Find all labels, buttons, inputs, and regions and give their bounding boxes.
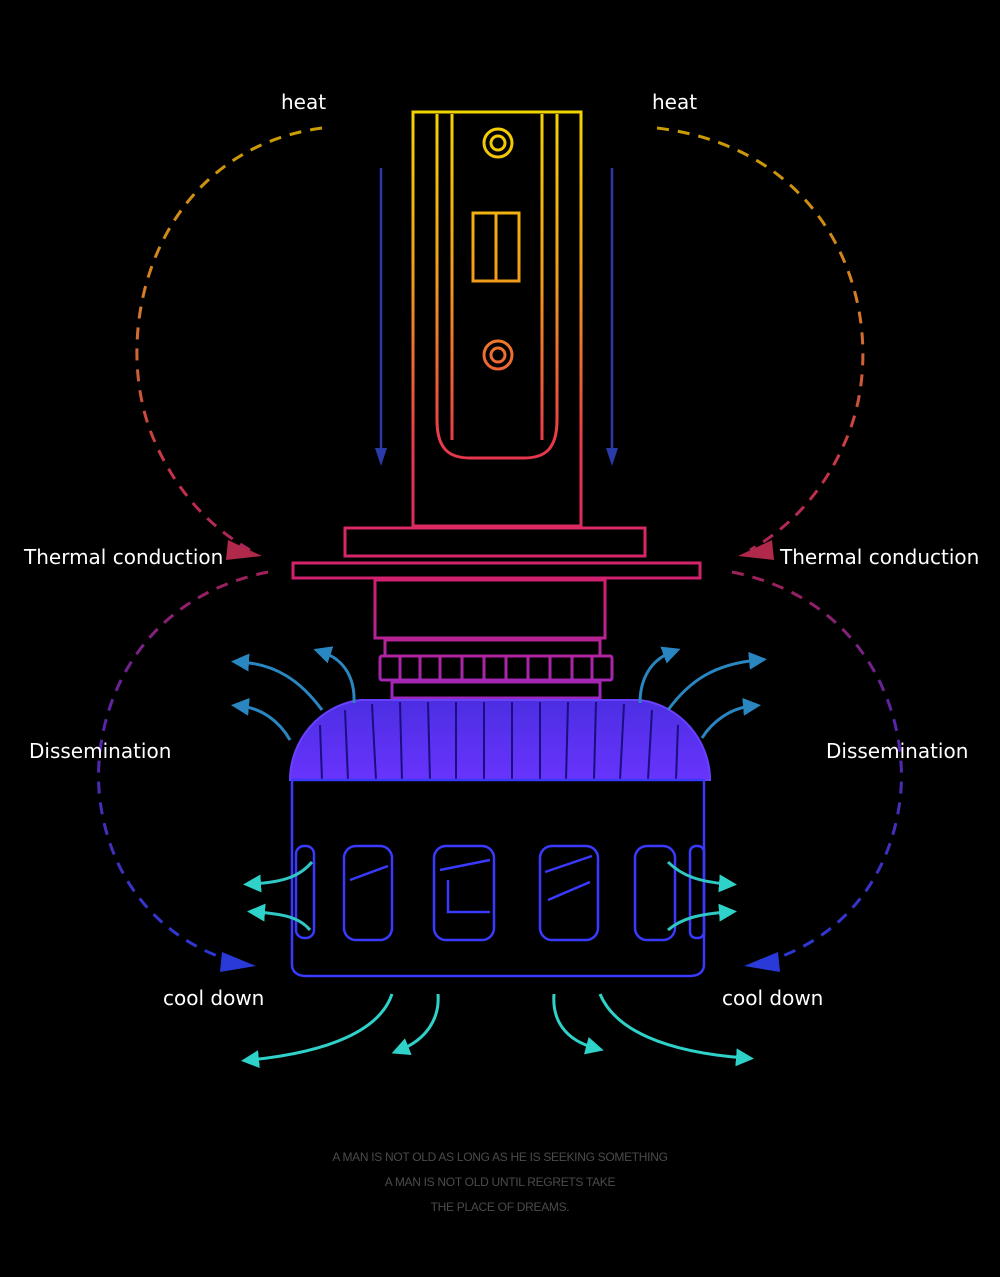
footer-quote-line-3: THE PLACE OF DREAMS. — [430, 1200, 570, 1214]
dissemination-label-left: Dissemination — [29, 739, 172, 763]
footer-quote-line-2: A MAN IS NOT OLD UNTIL REGRETS TAKE — [384, 1175, 616, 1189]
cool-down-label-right: cool down — [722, 986, 824, 1010]
led-blade — [411, 110, 583, 528]
heat-loop-right-upper — [656, 126, 865, 560]
knurled-ring — [378, 654, 614, 682]
heat-sink-fins — [288, 699, 712, 781]
side-airflow — [243, 860, 737, 932]
dissemination-label-right: Dissemination — [826, 739, 969, 763]
arrowhead-icon — [744, 952, 780, 972]
thermal-conduction-label-left: Thermal conduction — [24, 545, 224, 569]
arrowhead-icon — [220, 952, 256, 972]
cool-down-label-left: cool down — [163, 986, 265, 1010]
fan-housing — [290, 778, 706, 978]
arrowhead-icon — [226, 540, 262, 560]
dissemination-airflow — [231, 646, 767, 741]
bottom-airflow — [241, 993, 754, 1069]
arrowhead-icon — [738, 540, 774, 560]
thermal-conduction-label-right: Thermal conduction — [780, 545, 980, 569]
mount-flange — [343, 526, 647, 558]
heat-loop-left-upper — [135, 126, 323, 560]
heat-loop-left-lower — [97, 570, 269, 972]
led-bulb — [291, 110, 702, 700]
footer-quote-line-1: A MAN IS NOT OLD AS LONG AS HE IS SEEKIN… — [332, 1150, 668, 1164]
screw-icon — [482, 127, 514, 159]
heat-label-right: heat — [652, 90, 698, 114]
heat-label-left: heat — [281, 90, 327, 114]
heat-loop-right-lower — [731, 570, 903, 972]
screw-icon — [482, 339, 514, 371]
heat-flow-arrows — [375, 168, 618, 466]
